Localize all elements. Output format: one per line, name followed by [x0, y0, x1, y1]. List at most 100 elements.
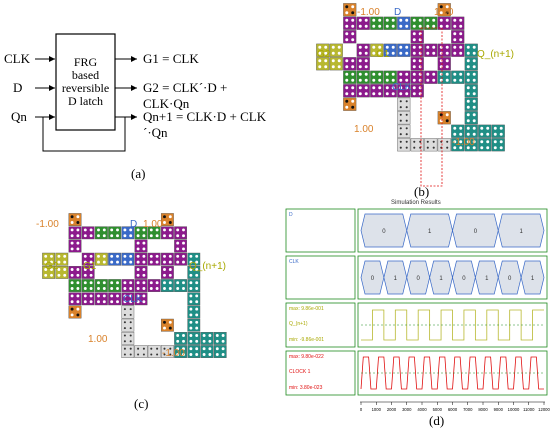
- sig-q-max: max: 9.86e-001: [289, 306, 324, 312]
- label-b-clk: CLK: [392, 82, 412, 93]
- sim-title: Simulation Results: [391, 200, 441, 206]
- qca-cell: [478, 138, 492, 152]
- qca-cell: [68, 213, 82, 226]
- d-label-box: [285, 208, 356, 253]
- qca-cell: [94, 252, 108, 266]
- qca-cell: [410, 30, 424, 44]
- label-c-clk: CLK: [123, 294, 143, 305]
- clk-bus-value: 0: [462, 276, 466, 282]
- qca-cell: [134, 252, 148, 266]
- qca-cell: [213, 331, 227, 345]
- qca-cell: [397, 84, 411, 98]
- qca-cell: [329, 43, 343, 57]
- axis-tick-label: 3000: [402, 407, 412, 412]
- qca-cell: [410, 84, 424, 98]
- qca-cell: [134, 226, 148, 240]
- qca-cell: [68, 305, 82, 319]
- qca-cell: [187, 318, 201, 332]
- qca-cell: [160, 252, 174, 266]
- input-qn: Qn: [11, 109, 27, 124]
- clock-label-box: [285, 350, 356, 396]
- clk-bus-value: 0: [508, 276, 512, 282]
- qca-cell: [108, 292, 122, 306]
- clk-bus-value: 0: [371, 276, 375, 282]
- qca-cell: [160, 279, 174, 293]
- qca-cell: [343, 16, 357, 30]
- qca-cell: [437, 16, 451, 30]
- qca-cell: [68, 226, 82, 240]
- qca-cell: [160, 345, 174, 358]
- qca-cell: [491, 138, 505, 152]
- label-c-q: Q_(n+1): [189, 261, 226, 272]
- qca-cell: [160, 226, 174, 240]
- qca-cell: [410, 57, 424, 71]
- qca-cell: [174, 252, 187, 266]
- qca-cell: [464, 138, 478, 152]
- axis-tick-label: 8000: [478, 407, 488, 412]
- qca-cell: [81, 252, 95, 266]
- box-label: FRG based reversible D latch: [56, 56, 115, 108]
- qca-cell: [464, 111, 478, 125]
- qca-cell: [356, 57, 370, 71]
- qca-cell: [121, 279, 135, 293]
- qca-cell: [424, 16, 438, 30]
- label-b-q: Q_(n+1): [477, 49, 514, 60]
- qca-cell: [134, 345, 148, 358]
- qca-cell: [397, 111, 411, 125]
- label-b-tr: 1.00: [434, 7, 454, 18]
- box-line-2: based: [71, 68, 100, 82]
- sig-d-name: D: [289, 212, 293, 218]
- d-bus-value: 1: [519, 229, 523, 235]
- qca-cell: [397, 97, 411, 111]
- sig-clock-min: min: 3.80e-023: [289, 385, 323, 391]
- qca-cell: [108, 226, 122, 240]
- panel-c: -1.00 D 1.00 G2 G1 Q_(n+1) CLK 1.00 -1.0…: [30, 210, 250, 420]
- axis-tick-label: 9000: [494, 407, 504, 412]
- qca-cell: [94, 279, 108, 293]
- caption-d: (d): [429, 413, 445, 428]
- qca-cell: [464, 124, 478, 138]
- box-line-3: reversible: [61, 81, 110, 95]
- axis-tick-label: 11000: [523, 407, 535, 412]
- qca-cell: [94, 226, 108, 240]
- label-c-g2: G2: [45, 261, 59, 272]
- d-bus-value: 0: [474, 229, 478, 235]
- output-g2: G2 = CLK´·D + CLK·Qn: [143, 80, 228, 111]
- qca-cell: [343, 30, 357, 44]
- qca-cell: [410, 138, 424, 152]
- axis-tick-label: 0: [360, 407, 363, 412]
- label-b-g2: G2: [317, 49, 331, 60]
- qca-cell: [437, 57, 451, 71]
- qca-cell: [451, 138, 465, 152]
- axis-tick-label: 1000: [372, 407, 382, 412]
- sig-clock-name: CLOCK 1: [289, 369, 311, 375]
- clk-bus-value: 1: [394, 276, 398, 282]
- sig-clk-name: CLK: [289, 259, 299, 265]
- qca-cell: [451, 30, 465, 44]
- label-c-br: -1.00: [162, 348, 185, 359]
- qca-cell: [451, 70, 465, 84]
- qca-cell: [370, 70, 384, 84]
- qca-cell: [410, 16, 424, 30]
- qca-cell: [160, 213, 174, 226]
- clk-bus-value: 1: [485, 276, 489, 282]
- clk-bus-value: 1: [439, 276, 443, 282]
- label-b-d: D: [394, 7, 402, 18]
- caption-a: (a): [131, 166, 146, 181]
- qca-cell: [200, 345, 214, 358]
- sig-q-name: Q_(n+1): [289, 321, 308, 327]
- qca-cell: [424, 70, 438, 84]
- qca-cell: [147, 252, 161, 266]
- qca-cell: [55, 266, 69, 279]
- qca-cell: [121, 252, 135, 266]
- qca-cell: [343, 97, 357, 111]
- qca-cell: [55, 252, 69, 266]
- qca-layout-b: [316, 3, 505, 187]
- label-c-tl: -1.00: [36, 219, 59, 230]
- axis-tick-label: 12000: [538, 407, 550, 412]
- label-c-tr: 1.00: [143, 219, 163, 230]
- qca-layout-c: [42, 213, 227, 358]
- clk-bus-segment: [520, 260, 545, 295]
